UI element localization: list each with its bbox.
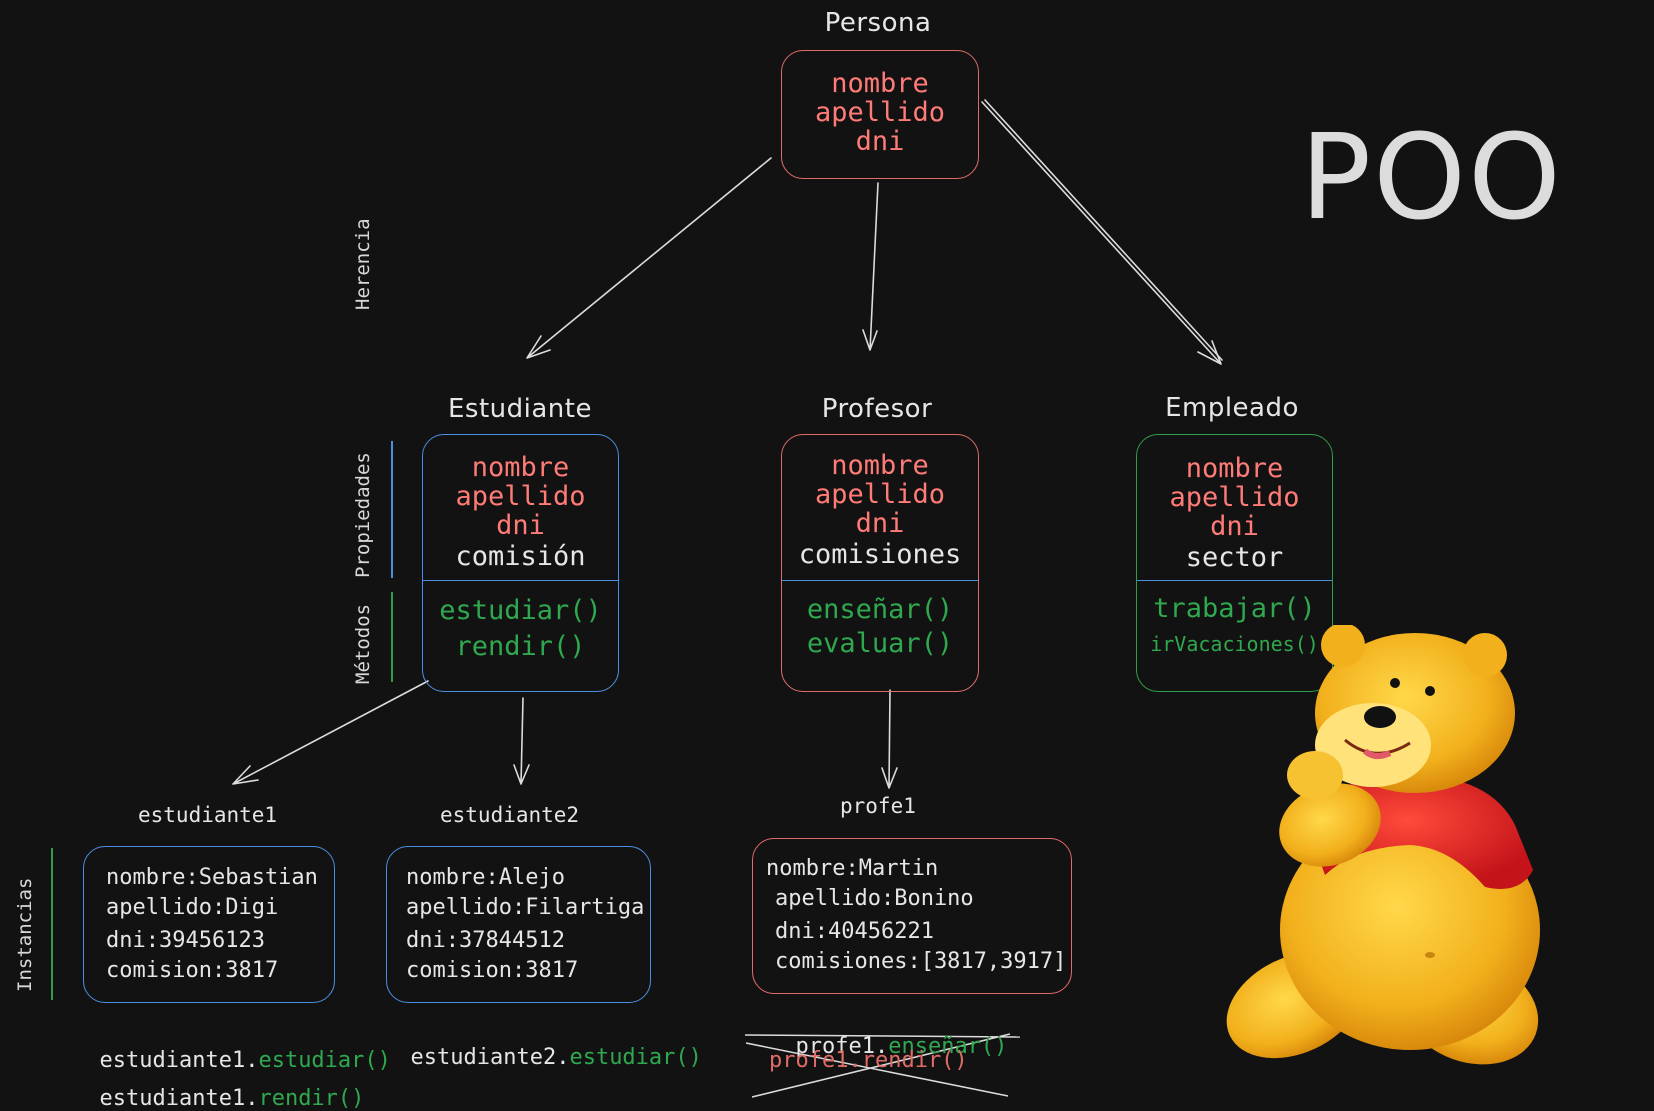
empleado-divider [1137,580,1332,581]
estudiante-method-rendir: rendir() [455,631,586,662]
call-p1-ensenar-method: enseñar() [888,1034,1008,1059]
estudiante1-apellido: apellido:Digi [106,895,279,920]
empleado-box: nombre apellido dni sector trabajar() ir… [1136,434,1333,692]
cross-line-2 [751,1033,1011,1098]
call-e1-rendir: estudiante1.rendir() [73,1061,365,1111]
instancias-label: Instancias [14,877,36,992]
estudiante1-dni: dni:39456123 [106,928,265,953]
persona-prop-dni: dni [855,126,905,157]
call-p1-rendir-crossed: profe1.rendir() [769,1048,968,1073]
call-e1-rendir-obj: estudiante1. [99,1086,259,1111]
profesor-prop-comisiones: comisiones [798,539,962,570]
profesor-prop-nombre: nombre [831,450,929,481]
estudiante-prop-comision: comisión [455,541,586,572]
profesor-prop-apellido: apellido [814,479,946,510]
profesor-divider [782,580,978,581]
arrow-estudiante-e1 [232,680,429,785]
estudiante1-nombre: nombre:Sebastian [106,865,318,890]
empleado-title: Empleado [1165,393,1299,423]
profesor-method-evaluar: evaluar() [806,628,954,659]
empleado-prop-apellido: apellido [1169,482,1300,513]
estudiante2-dni: dni:37844512 [406,928,565,953]
estudiante-divider [423,580,618,581]
call-e1-rendir-method: rendir() [258,1086,365,1111]
arrow-profesor-profe1 [881,689,898,789]
estudiante2-box: nombre:Alejo apellido:Filartiga dni:3784… [386,846,651,1003]
call-e1-estudiar: estudiante1.estudiar() [73,1023,391,1073]
profesor-method-ensenar: enseñar() [806,594,954,625]
profe1-apellido: apellido:Bonino [775,886,974,911]
estudiante-method-estudiar: estudiar() [439,595,602,626]
call-e1-estudiar-method: estudiar() [258,1048,391,1073]
call-p1-ensenar-obj: profe1. [795,1034,889,1059]
persona-prop-apellido: apellido [814,97,946,128]
empleado-prop-sector: sector [1185,542,1284,573]
cross-line-3 [745,1042,1009,1097]
estudiante1-title: estudiante1 [138,803,278,827]
estudiante1-comision: comision:3817 [106,958,279,983]
estudiante2-title: estudiante2 [440,803,580,827]
profe1-title: profe1 [840,794,916,818]
empleado-method-trabajar: trabajar() [1153,593,1316,624]
arrow-persona-profesor [862,182,879,351]
call-e2-estudiar-method: estudiar() [569,1045,702,1070]
profe1-nombre: nombre:Martin [766,856,939,881]
arrow-estudiante-e2 [513,697,530,785]
persona-prop-nombre: nombre [831,68,929,99]
estudiante-prop-dni: dni [496,510,545,541]
profesor-title: Profesor [821,394,933,424]
call-e1-estudiar-obj: estudiante1. [99,1048,259,1073]
estudiante2-comision: comision:3817 [406,958,579,983]
profesor-prop-dni: dni [855,508,905,539]
persona-title: Persona [824,8,932,38]
propiedades-label: Propiedades [352,452,374,578]
estudiante-prop-nombre: nombre [471,452,570,483]
profe1-comisiones: comisiones:[3817,3917] [775,949,1067,974]
profesor-box: nombre apellido dni comisiones enseñar()… [781,434,979,692]
call-e2-estudiar: estudiante2.estudiar() [384,1020,702,1070]
arrow-persona-estudiante [526,157,772,359]
arrow-persona-empleado [981,101,1222,365]
cross-line-1 [744,1034,1021,1038]
call-p1-ensenar: profe1.enseñar() [769,1009,1008,1059]
call-e2-estudiar-obj: estudiante2. [410,1045,570,1070]
estudiante1-box: nombre:Sebastian apellido:Digi dni:39456… [83,846,335,1003]
empleado-prop-nombre: nombre [1185,453,1284,484]
winnie-pooh-illustration [1226,625,1540,1065]
estudiante-box: nombre apellido dni comisión estudiar() … [422,434,619,692]
estudiante2-nombre: nombre:Alejo [406,865,565,890]
estudiante-title: Estudiante [448,394,592,424]
empleado-method-irvacaciones: irVacaciones() [1150,632,1319,656]
profe1-box: nombre:Martin apellido:Bonino dni:404562… [752,838,1072,994]
poo-heading: POO [1300,108,1563,246]
profe1-dni: dni:40456221 [775,919,934,944]
estudiante-prop-apellido: apellido [455,481,586,512]
persona-box: nombre apellido dni [781,50,979,179]
estudiante2-apellido: apellido:Filartiga [406,895,645,920]
empleado-prop-dni: dni [1210,511,1259,542]
metodos-label: Métodos [352,603,374,684]
herencia-label: Herencia [352,218,374,310]
